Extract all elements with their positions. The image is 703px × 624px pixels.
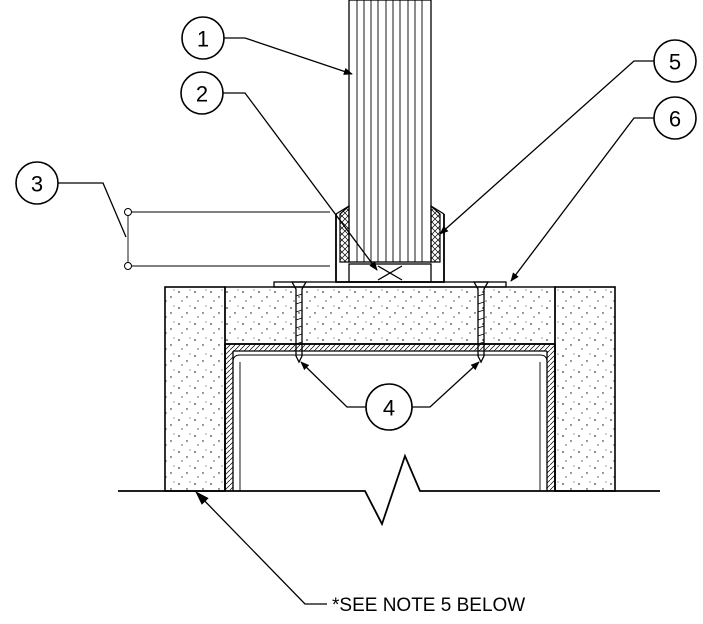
callout-3: 3 xyxy=(15,161,59,205)
callout-5: 5 xyxy=(653,39,697,83)
callout-6-label: 6 xyxy=(669,107,681,132)
callout-4-label: 4 xyxy=(383,396,395,421)
callout-1-label: 1 xyxy=(197,27,209,52)
setting-block xyxy=(348,263,432,283)
leader-note xyxy=(195,491,327,605)
leader-4-right xyxy=(412,361,480,408)
leader-1 xyxy=(224,37,353,75)
callout-2-label: 2 xyxy=(196,82,208,107)
wall-panel-left xyxy=(164,286,226,492)
callout-6: 6 xyxy=(653,96,697,140)
leader-5 xyxy=(439,60,654,235)
top-blocking xyxy=(224,286,556,345)
sealant-bead-left xyxy=(339,204,350,263)
sealant-bead-right xyxy=(430,204,441,263)
wall-panel-right xyxy=(554,286,616,492)
ground-break-line xyxy=(118,453,660,527)
vertical-panel xyxy=(348,0,432,263)
leader-4-left xyxy=(300,361,366,408)
callout-1: 1 xyxy=(181,16,225,60)
callout-5-label: 5 xyxy=(669,50,681,75)
callout-4: 4 xyxy=(365,383,413,431)
callout-3-label: 3 xyxy=(31,172,43,197)
dimension-line xyxy=(58,182,330,270)
callout-2: 2 xyxy=(180,71,224,115)
see-note-label: *SEE NOTE 5 BELOW xyxy=(332,595,525,616)
leader-6 xyxy=(510,117,654,282)
base-channel xyxy=(335,205,445,283)
screw-left xyxy=(290,281,308,364)
metal-framing xyxy=(224,343,556,491)
leader-2 xyxy=(223,92,378,271)
screw-right xyxy=(472,281,490,364)
